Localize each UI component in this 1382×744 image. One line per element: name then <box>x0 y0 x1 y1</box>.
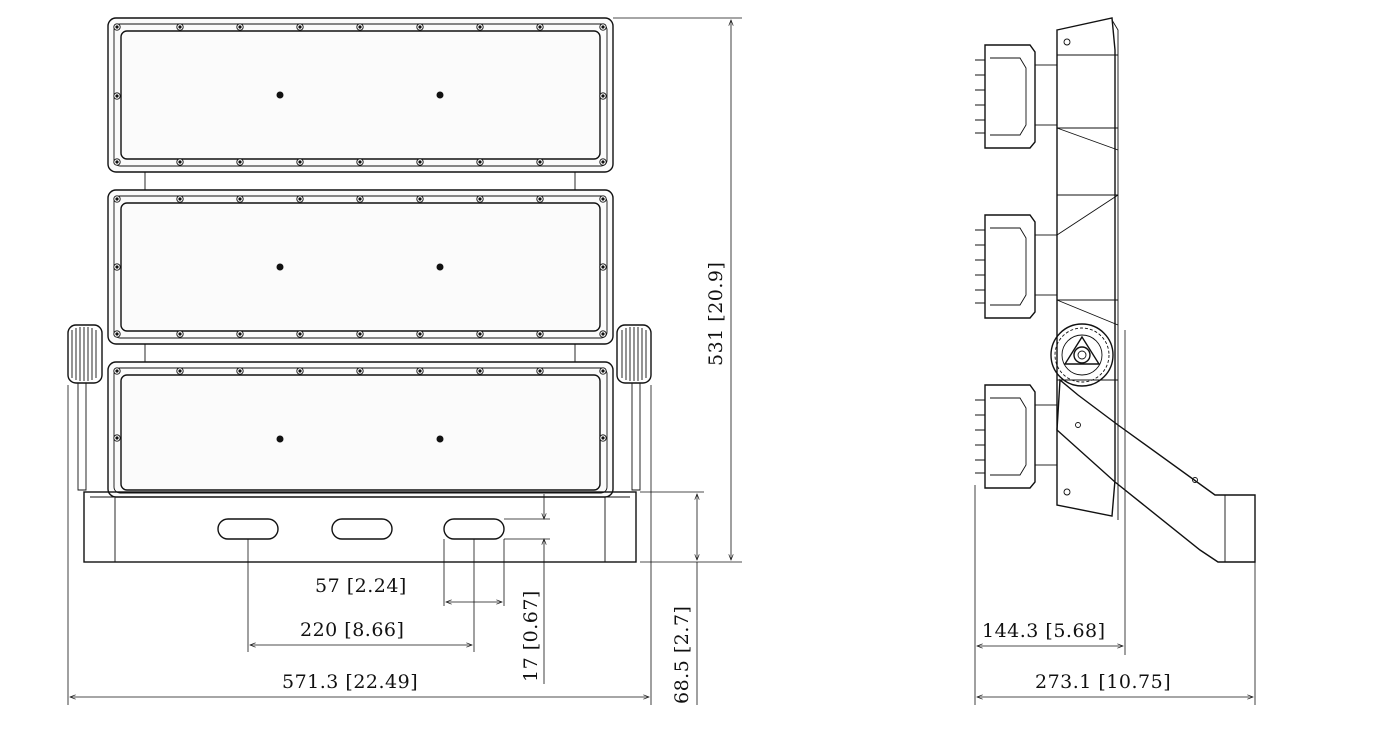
side-module-bottom <box>975 384 1058 489</box>
dim-slot-spacing: 220 [8.66] <box>300 619 404 641</box>
led-panel-top <box>107 17 614 173</box>
mounting-arm <box>1056 378 1256 563</box>
dim-slot-length: 57 [2.24] <box>315 575 407 597</box>
led-panel-middle <box>107 189 614 345</box>
dim-overall-width: 571.3 [22.49] <box>282 671 418 693</box>
side-dimension-lines <box>974 330 1256 705</box>
dim-module-depth: 144.3 [5.68] <box>982 620 1106 642</box>
mounting-base <box>83 491 637 563</box>
pivot-knob <box>1050 323 1114 387</box>
dim-height: 531 [20.9] <box>705 262 727 366</box>
dim-base-height: 68.5 [2.7] <box>671 606 693 704</box>
front-view: 531 [20.9] 57 [2.24] 220 [8.66] 17 [0.67… <box>67 17 742 705</box>
side-view: 144.3 [5.68] 273.1 [10.75] <box>974 17 1256 705</box>
side-module-top <box>975 44 1058 149</box>
front-dimension-lines <box>67 17 742 705</box>
side-module-middle <box>975 214 1058 319</box>
dim-overall-depth: 273.1 [10.75] <box>1035 671 1171 693</box>
left-knob <box>67 324 103 384</box>
dim-slot-height: 17 [0.67] <box>520 590 542 682</box>
right-knob <box>616 324 652 384</box>
led-panel-bottom <box>107 361 614 498</box>
